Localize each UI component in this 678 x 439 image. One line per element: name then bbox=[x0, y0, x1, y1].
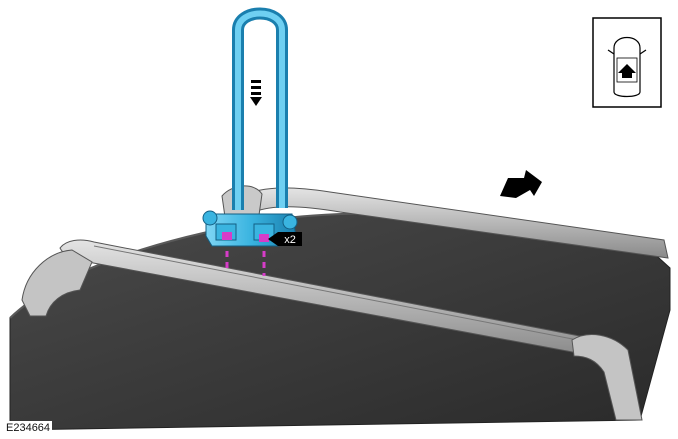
push-down-arrow-icon bbox=[250, 80, 262, 106]
left-rail-foot bbox=[21, 249, 93, 317]
adjuster-knob-left bbox=[202, 210, 218, 226]
vehicle-top-view-locator-icon bbox=[592, 17, 662, 108]
quantity-callout: x2 bbox=[268, 232, 302, 246]
rear-roof-rail bbox=[231, 187, 669, 259]
wheel-holder-loop bbox=[232, 7, 288, 210]
wheel-holder-loop-highlight bbox=[235, 10, 285, 210]
quantity-label: x2 bbox=[284, 234, 296, 246]
bolt-head-left bbox=[222, 232, 232, 240]
wheel-holder-component bbox=[202, 7, 298, 247]
bolt-head-right bbox=[259, 234, 269, 242]
forward-direction-arrow-icon bbox=[500, 170, 542, 198]
adjuster-knob-right bbox=[282, 214, 298, 230]
right-rail-foot bbox=[571, 334, 643, 421]
front-cross-bar-groove bbox=[93, 245, 589, 343]
figure-id-label: E234664 bbox=[4, 421, 53, 435]
